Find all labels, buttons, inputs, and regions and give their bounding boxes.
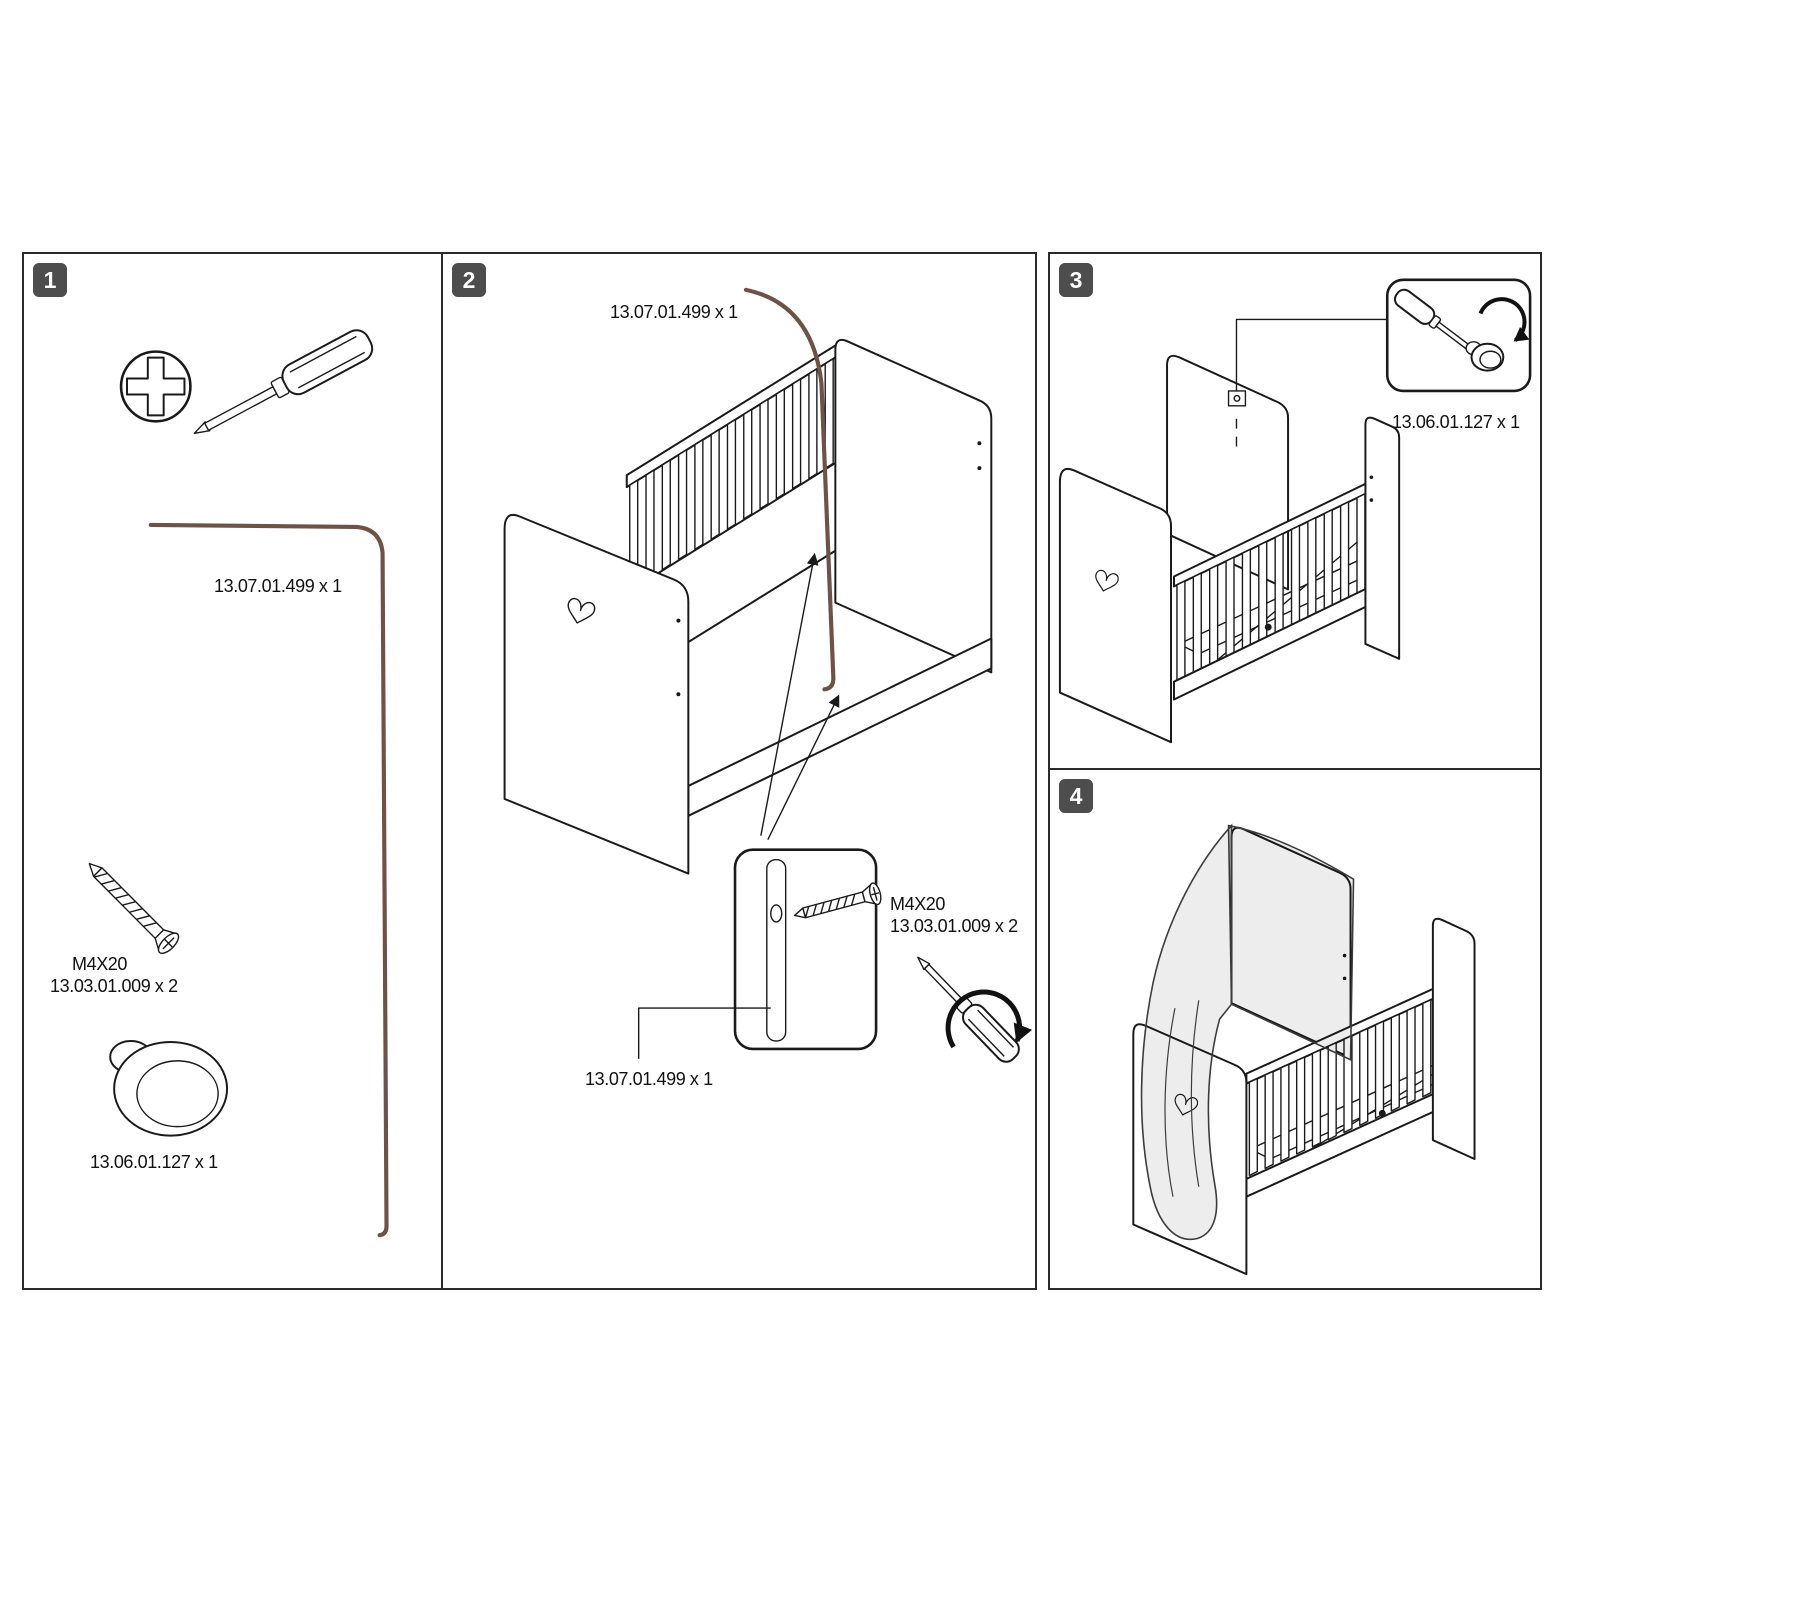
knob-part-label: 13.06.01.127 x 1 — [90, 1152, 218, 1172]
detail-callout — [733, 848, 878, 1051]
leader-line — [637, 1007, 771, 1059]
rod-part-label: 13.07.01.499 x 1 — [214, 576, 342, 596]
step-4-badge: 4 — [1059, 779, 1093, 813]
canopy-net — [1140, 823, 1355, 1241]
rod-part — [148, 522, 389, 1238]
step-2-illustration — [503, 287, 1033, 1063]
screw-icon — [88, 862, 180, 955]
step-4-illustration — [1132, 823, 1476, 1276]
knob-mount — [1227, 390, 1247, 447]
knob-icon — [109, 1039, 229, 1137]
step-3-badge: 3 — [1059, 263, 1093, 297]
step-1-panel: 1 13.07.01.499 x 1 M4X20 13.03.01.009 x … — [22, 252, 443, 1290]
heart-cutout-icon — [1174, 1093, 1199, 1116]
screwdriver-icon — [193, 329, 374, 435]
rotate-arrow-icon — [1478, 297, 1530, 342]
knob-icon — [1465, 341, 1505, 372]
screw-part-label: 13.03.01.009 x 2 — [50, 976, 178, 996]
crib-illustration — [503, 338, 993, 875]
rod-part — [743, 287, 836, 692]
step-2-panel: 2 13.07.01.499 x 1 M4X20 13.03.01.009 x … — [441, 252, 1037, 1290]
step-1-illustration — [88, 329, 389, 1238]
screw-icon — [793, 882, 882, 919]
rod-part-label-top: 13.07.01.499 x 1 — [610, 302, 738, 322]
crib-illustration — [1132, 826, 1476, 1276]
leader-line — [1235, 318, 1388, 391]
heart-cutout-icon — [1095, 569, 1119, 592]
heart-cutout-icon — [567, 597, 596, 624]
step-2-badge: 2 — [452, 263, 486, 297]
screwdriver-icon — [917, 956, 1020, 1063]
phillips-head-icon — [119, 350, 192, 423]
step-1-badge: 1 — [33, 263, 67, 297]
screw-part-label: 13.03.01.009 x 2 — [890, 916, 1018, 936]
step-3-illustration — [1058, 278, 1532, 744]
rotate-arrow-icon — [945, 989, 1033, 1049]
step-3-panel: 3 13.06.01.127 x 1 — [1048, 252, 1542, 770]
step-4-panel: 4 — [1048, 768, 1542, 1290]
pointer-arrows — [760, 552, 840, 841]
screw-size-label: M4X20 — [72, 954, 128, 974]
detail-callout — [1385, 278, 1532, 393]
crib-illustration — [1058, 354, 1401, 744]
knob-part-label: 13.06.01.127 x 1 — [1392, 412, 1520, 432]
rod-part-label-bottom: 13.07.01.499 x 1 — [585, 1069, 713, 1089]
screw-size-label: M4X20 — [890, 894, 946, 914]
